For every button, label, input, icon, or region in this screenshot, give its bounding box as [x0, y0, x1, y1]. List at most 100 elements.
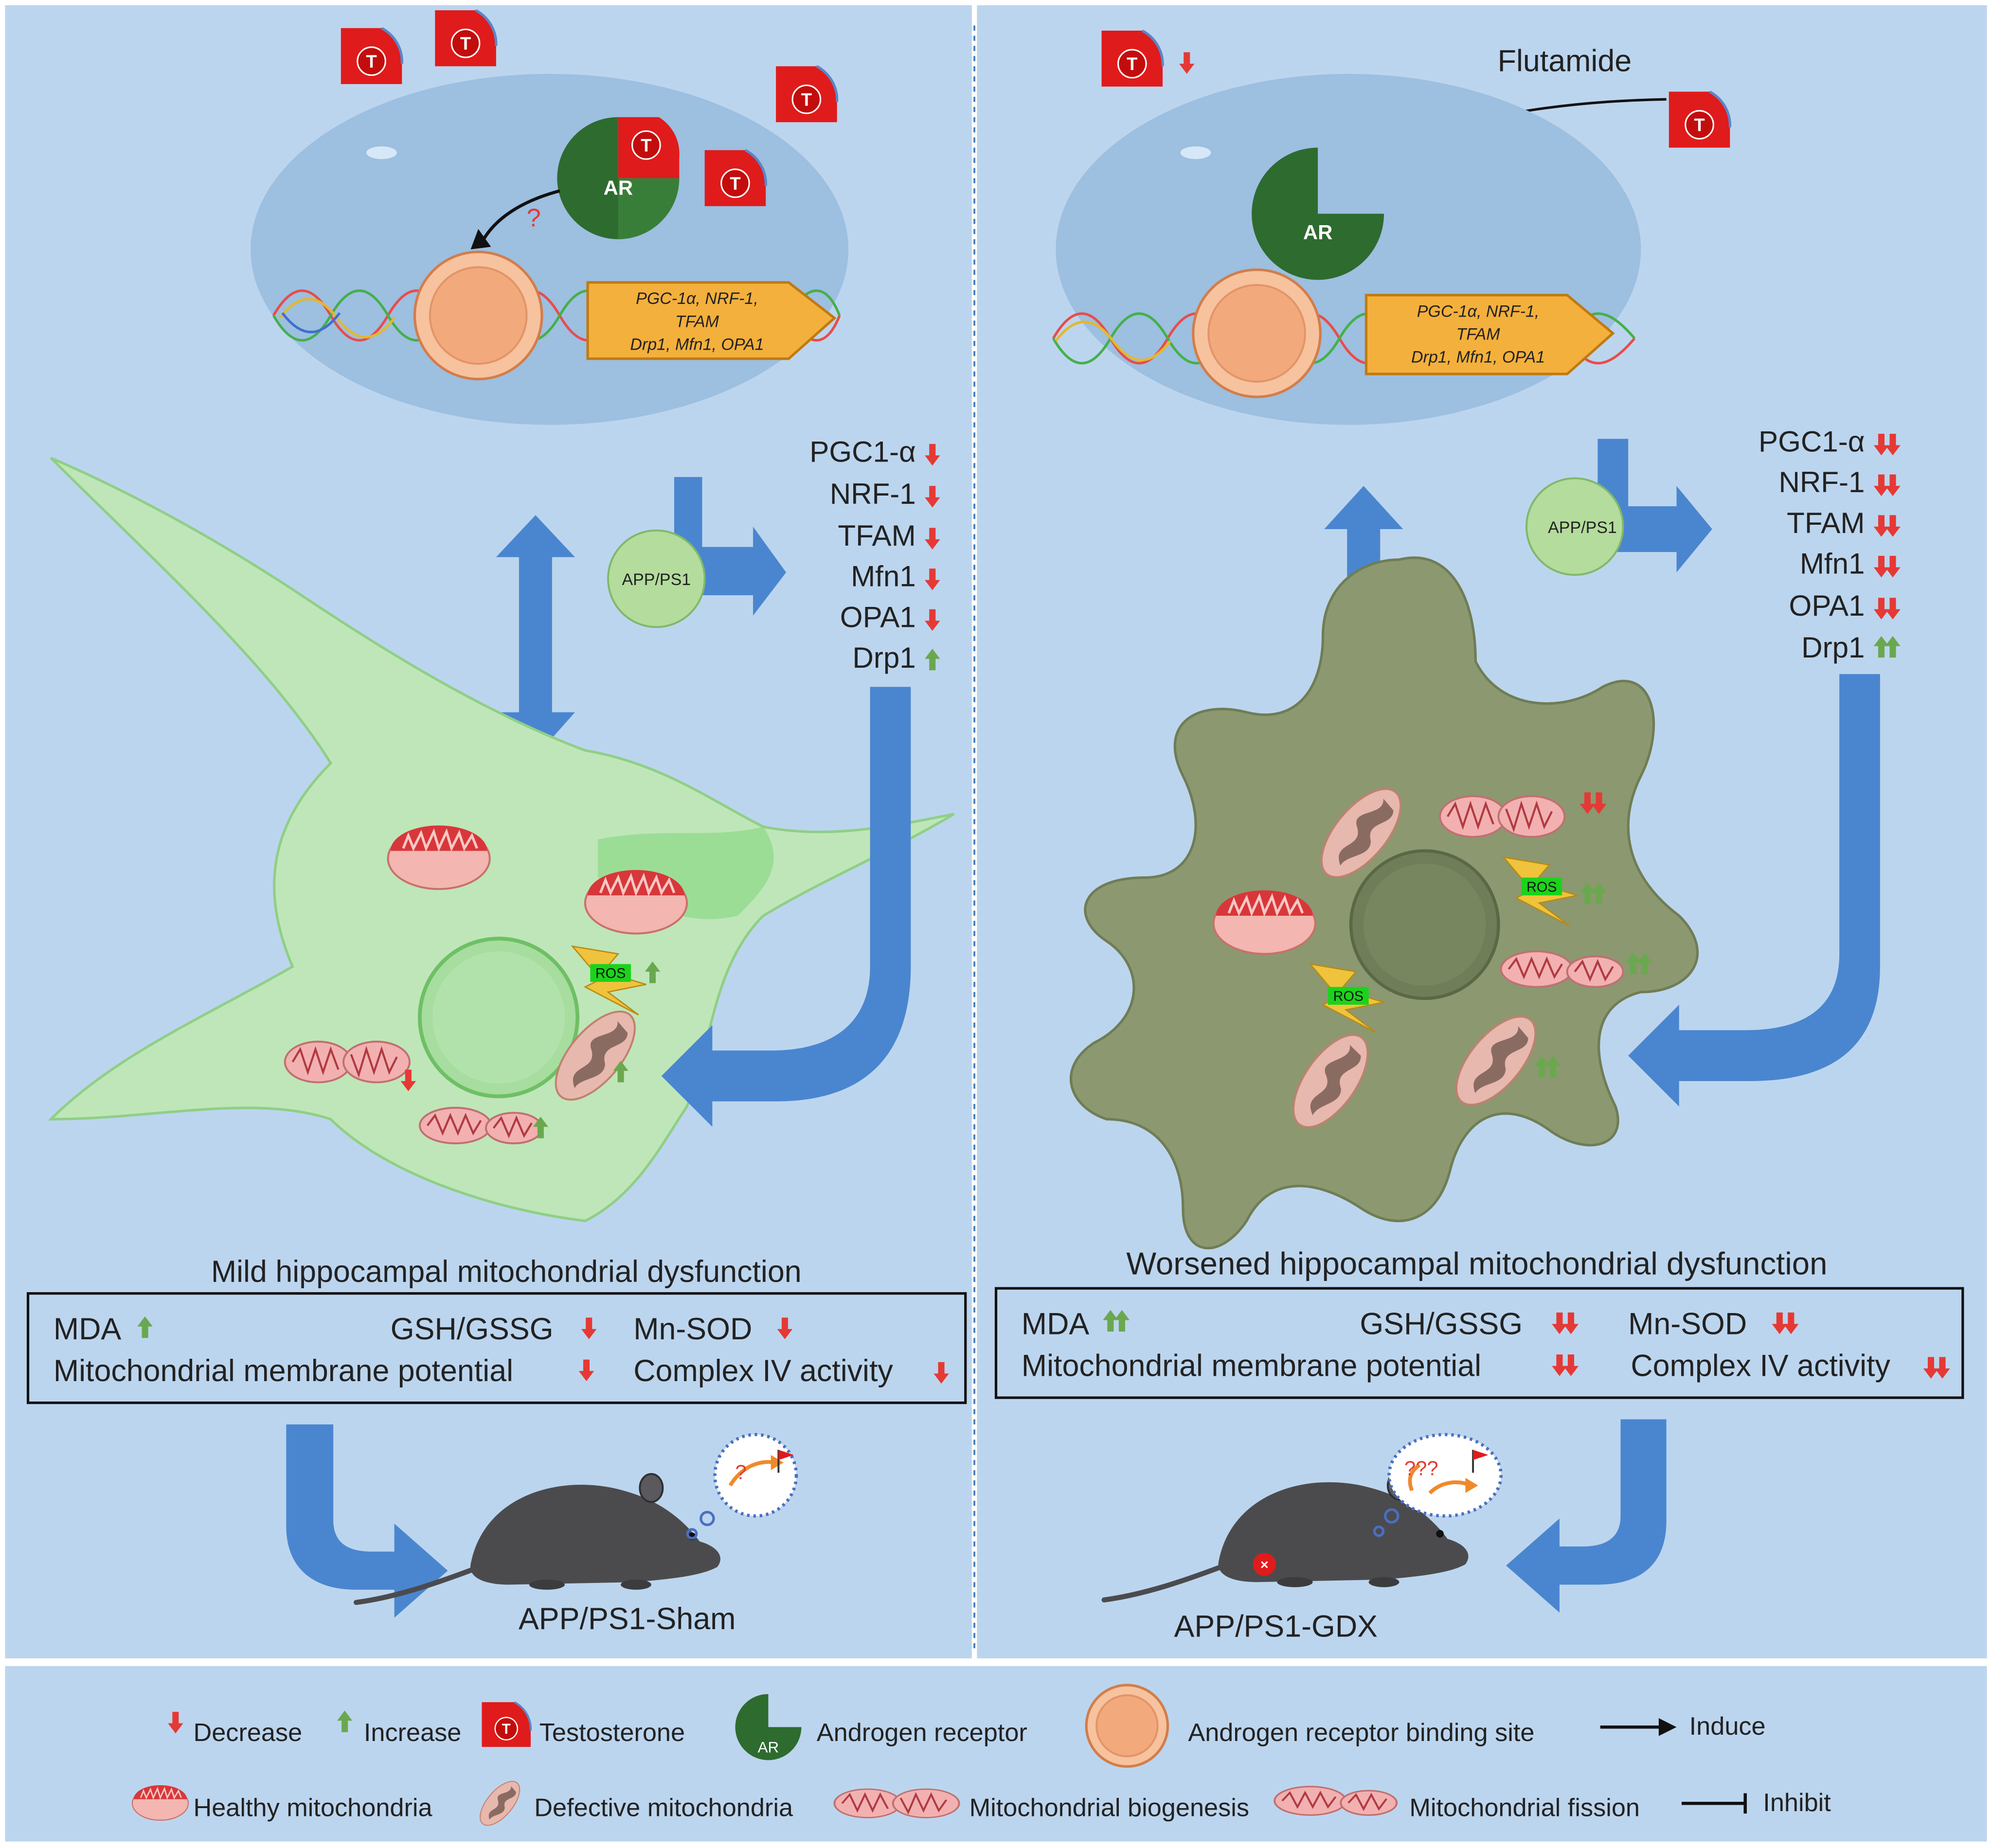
- to-behavior-arrow: [286, 1424, 448, 1618]
- legend-testosterone-label: Testosterone: [539, 1719, 685, 1747]
- svg-text:TFAM: TFAM: [675, 312, 719, 331]
- svg-text:T: T: [502, 1721, 511, 1737]
- svg-text:Drp1, Mfn1, OPA1: Drp1, Mfn1, OPA1: [1411, 348, 1545, 367]
- thought-bubble: ?: [686, 1433, 798, 1540]
- svg-text:ROS: ROS: [595, 966, 626, 981]
- svg-text:T: T: [801, 89, 812, 109]
- ros-bolt: ROS: [1310, 963, 1385, 1033]
- target-gene-box: PGC-1α, NRF-1, TFAM Drp1, Mfn1, OPA1: [586, 281, 837, 360]
- svg-text:?: ?: [735, 1460, 746, 1483]
- neuron-nucleus: [418, 937, 580, 1099]
- complex-iv-label: Complex IV activity: [633, 1354, 893, 1388]
- svg-text:T: T: [366, 52, 377, 71]
- legend-receptor-label: Androgen receptor: [817, 1719, 1027, 1747]
- mnsod-label: Mn-SOD: [1628, 1307, 1747, 1341]
- left-marker-list: PGC1-α NRF-1 TFAM Mfn1 OPA1 Drp1: [809, 435, 940, 674]
- app-ps1-badge: APP/PS1: [1525, 477, 1624, 576]
- feedback-arrow: [1628, 674, 1880, 1107]
- complex-iv-label: Complex IV activity: [1631, 1349, 1890, 1383]
- mmp-label: Mitochondrial membrane potential: [54, 1354, 513, 1388]
- testosterone-icon: T: [341, 28, 402, 84]
- svg-text:AR: AR: [604, 176, 633, 199]
- mouse-label: APP/PS1-GDX: [1174, 1610, 1378, 1644]
- gsh-label: GSH/GSSG: [1360, 1307, 1523, 1341]
- svg-text:T: T: [1694, 115, 1705, 135]
- svg-text:T: T: [460, 34, 471, 53]
- healthy-mitochondrion: [388, 825, 490, 889]
- left-nucleus: [251, 73, 849, 425]
- mnsod-label: Mn-SOD: [633, 1312, 752, 1346]
- svg-text:???: ???: [1404, 1457, 1438, 1480]
- svg-text:AR: AR: [758, 1739, 779, 1756]
- marker-label: PGC1-α: [809, 435, 916, 468]
- fission-mitochondrion: [420, 1108, 542, 1143]
- testosterone-icon: T: [705, 150, 766, 206]
- biochem-box: [26, 1292, 967, 1404]
- marker-label: Drp1: [852, 641, 915, 674]
- healthy-mitochondrion: [585, 870, 687, 934]
- thought-bubble: ???: [1373, 1433, 1503, 1537]
- marker-label: TFAM: [1787, 507, 1865, 539]
- svg-text:PGC-1α, NRF-1,: PGC-1α, NRF-1,: [1417, 302, 1540, 320]
- svg-text:T: T: [1127, 54, 1137, 74]
- legend-binding-site-icon: [1085, 1684, 1169, 1768]
- svg-text:PGC-1α, NRF-1,: PGC-1α, NRF-1,: [636, 289, 758, 308]
- receptor-to-binding-arrow: [479, 189, 560, 245]
- ros-bolt: ROS: [572, 945, 647, 1016]
- androgen-receptor-bound: T AR: [557, 117, 680, 239]
- mouse-label: APP/PS1-Sham: [519, 1602, 736, 1636]
- legend-induce-label: Induce: [1689, 1712, 1766, 1741]
- marker-label: PGC1-α: [1759, 426, 1865, 458]
- marker-label: NRF-1: [1778, 466, 1865, 498]
- legend-decrease-label: Decrease: [193, 1719, 302, 1747]
- right-nucleus-highlight: [1180, 146, 1211, 160]
- app-ps1-badge: APP/PS1: [607, 529, 706, 628]
- biochem-box: [994, 1287, 1964, 1399]
- mmp-label: Mitochondrial membrane potential: [1022, 1349, 1481, 1383]
- marker-label: Drp1: [1801, 631, 1865, 664]
- cell-nucleus: [1349, 849, 1500, 1000]
- legend-receptor-icon: AR: [735, 1694, 802, 1760]
- testosterone-icon: T: [435, 10, 496, 66]
- left-nucleus-highlight: [366, 146, 397, 160]
- mda-label: MDA: [1022, 1307, 1090, 1341]
- marker-label: OPA1: [1789, 589, 1865, 622]
- legend-inhibit-icon: [1681, 1793, 1747, 1814]
- svg-text:ROS: ROS: [1333, 989, 1364, 1004]
- gsh-label: GSH/GSSG: [391, 1312, 554, 1346]
- testosterone-icon: T: [776, 66, 837, 122]
- receptor-to-binding-arrowhead: [470, 229, 491, 249]
- svg-text:Drp1, Mfn1, OPA1: Drp1, Mfn1, OPA1: [630, 335, 764, 354]
- legend-area: [5, 1666, 1987, 1842]
- marker-label: Mfn1: [851, 560, 916, 593]
- testosterone-icon: T: [1102, 31, 1163, 87]
- legend-fission-label: Mitochondrial fission: [1409, 1794, 1640, 1822]
- svg-text:T: T: [730, 174, 740, 194]
- legend-binding-site-label: Androgen receptor binding site: [1188, 1719, 1534, 1747]
- expression-change-arrow: [1597, 439, 1712, 572]
- mda-label: MDA: [54, 1312, 122, 1346]
- legend-healthy-icon: [131, 1784, 189, 1821]
- target-gene-box: PGC-1α, NRF-1, TFAM Drp1, Mfn1, OPA1: [1364, 294, 1615, 375]
- marker-label: NRF-1: [830, 478, 916, 510]
- svg-text:APP/PS1: APP/PS1: [1548, 518, 1617, 537]
- legend-fission-icon: [1274, 1787, 1397, 1815]
- uncertain-mark: ?: [527, 204, 541, 232]
- legend-biogenesis-label: Mitochondrial biogenesis: [969, 1794, 1249, 1822]
- marker-label: TFAM: [838, 519, 915, 552]
- outcome-title: Mild hippocampal mitochondrial dysfuncti…: [211, 1255, 802, 1289]
- androgen-receptor-binding-site: [413, 250, 543, 381]
- to-behavior-arrow: [1506, 1419, 1667, 1613]
- legend-testosterone-icon: T: [482, 1702, 531, 1747]
- legend-inhibit-label: Inhibit: [1763, 1789, 1831, 1817]
- svg-text:ROS: ROS: [1526, 879, 1557, 895]
- androgen-receptor-unbound: AR: [1252, 147, 1384, 280]
- right-marker-list: PGC1-α NRF-1 TFAM Mfn1 OPA1 Drp1: [1759, 426, 1901, 664]
- castration-mark: ×: [1253, 1553, 1276, 1576]
- legend-healthy-label: Healthy mitochondria: [193, 1794, 432, 1822]
- outcome-title: Worsened hippocampal mitochondrial dysfu…: [1126, 1245, 1827, 1281]
- feedback-arrow: [661, 687, 911, 1127]
- healthy-neuron: [48, 457, 955, 1223]
